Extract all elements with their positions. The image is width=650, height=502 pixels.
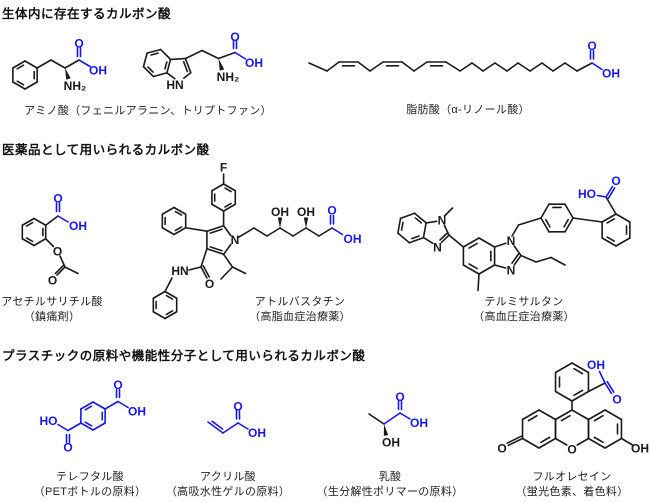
atom-label: NH₂ <box>64 79 87 93</box>
atom-label: N <box>507 234 516 248</box>
atom-label: O <box>230 30 239 44</box>
atom-label: OH <box>245 56 263 70</box>
molecule-caption: アトルバスタチン （高脂血症治療薬） <box>249 296 351 323</box>
atom-label: NH₂ <box>217 70 240 84</box>
atom-label: OH <box>382 436 400 450</box>
atom-label: O <box>63 441 72 455</box>
section-title-pharmaceutical: 医薬品として用いられるカルボン酸 <box>2 143 210 157</box>
atom-label: OH <box>297 205 315 219</box>
atom-label: OH <box>631 442 649 456</box>
atom-label: O <box>205 277 214 291</box>
molecule-caption: 乳酸 （生分解性ポリマーの原料） <box>316 471 464 498</box>
atom-label: O <box>327 204 336 218</box>
atom-label: O <box>53 245 62 259</box>
atom-label: O <box>48 274 57 288</box>
atom-label: F <box>220 161 227 175</box>
molecule-caption: アクリル酸 （高吸水性ゲルの原料） <box>165 471 291 498</box>
atom-label: O <box>53 192 62 206</box>
atom-label: OH <box>69 219 87 233</box>
atom-label: O <box>74 37 83 51</box>
atom-label: O <box>612 393 621 407</box>
structure-lactic-acid: O OH OH <box>368 390 428 450</box>
section-title-biological: 生体内に存在するカルボン酸 <box>2 7 172 21</box>
atom-label: OH <box>587 358 605 372</box>
atom-label: OH <box>89 64 107 78</box>
atom-label: N <box>231 233 240 247</box>
atom-label: O <box>611 174 620 188</box>
atom-label: OH <box>128 405 146 419</box>
atom-label: N <box>438 214 447 228</box>
stereo-wedge-bond <box>218 58 225 71</box>
structure-acrylic-acid: O OH <box>207 400 266 440</box>
molecule-caption: テルミサルタン （高血圧症治療薬） <box>473 296 575 323</box>
atom-label: OH <box>271 205 289 219</box>
molecule-caption: テレフタル酸 （PETボトルの原料） <box>33 471 147 498</box>
molecule-caption: アミノ酸（フェニルアラニン、トリプトファン） <box>24 105 272 117</box>
atom-label: HN <box>171 264 188 278</box>
atom-label: O <box>233 400 242 414</box>
atom-label: N <box>433 241 442 255</box>
stereo-wedge-bond <box>65 68 71 80</box>
atom-label: OH <box>248 426 266 440</box>
atom-label: HN <box>166 78 183 92</box>
structure-fluorescein: O O OH OH O <box>497 358 649 457</box>
atom-label: HO <box>40 414 58 428</box>
atom-label: HO <box>578 187 596 201</box>
atom-label: OH <box>602 67 620 81</box>
atom-label: O <box>113 378 122 392</box>
atom-label: O <box>395 390 404 404</box>
molecule-caption: 脂肪酸（α-リノール酸） <box>406 104 530 116</box>
stereo-wedge-bond <box>383 424 389 436</box>
atom-label: OH <box>410 416 428 430</box>
atom-label: N <box>507 264 516 278</box>
molecule-caption: フルオレセイン （蛍光色素、着色料） <box>515 471 629 498</box>
atom-label: OH <box>344 232 362 246</box>
structure-tryptophan: HN O OH NH₂ <box>142 30 263 92</box>
stereo-wedge-bond <box>303 217 309 228</box>
structure-atorvastatin: F N O HN OH OH O OH <box>152 161 362 320</box>
atom-label: O <box>567 443 576 457</box>
atom-label: O <box>587 39 596 53</box>
atom-label: O <box>497 442 506 456</box>
structure-terephthalic-acid: O OH O HO <box>40 378 147 455</box>
structure-acetylsalicylic-acid: O OH O O <box>21 192 87 288</box>
molecule-caption: アセチルサリチル酸 （鎮痛剤） <box>1 296 103 323</box>
structure-alpha-linolenic-acid: O OH <box>308 39 620 81</box>
stereo-wedge-bond <box>277 217 283 228</box>
section-title-plastics: プラスチックの原料や機能性分子として用いられるカルボン酸 <box>2 349 366 363</box>
